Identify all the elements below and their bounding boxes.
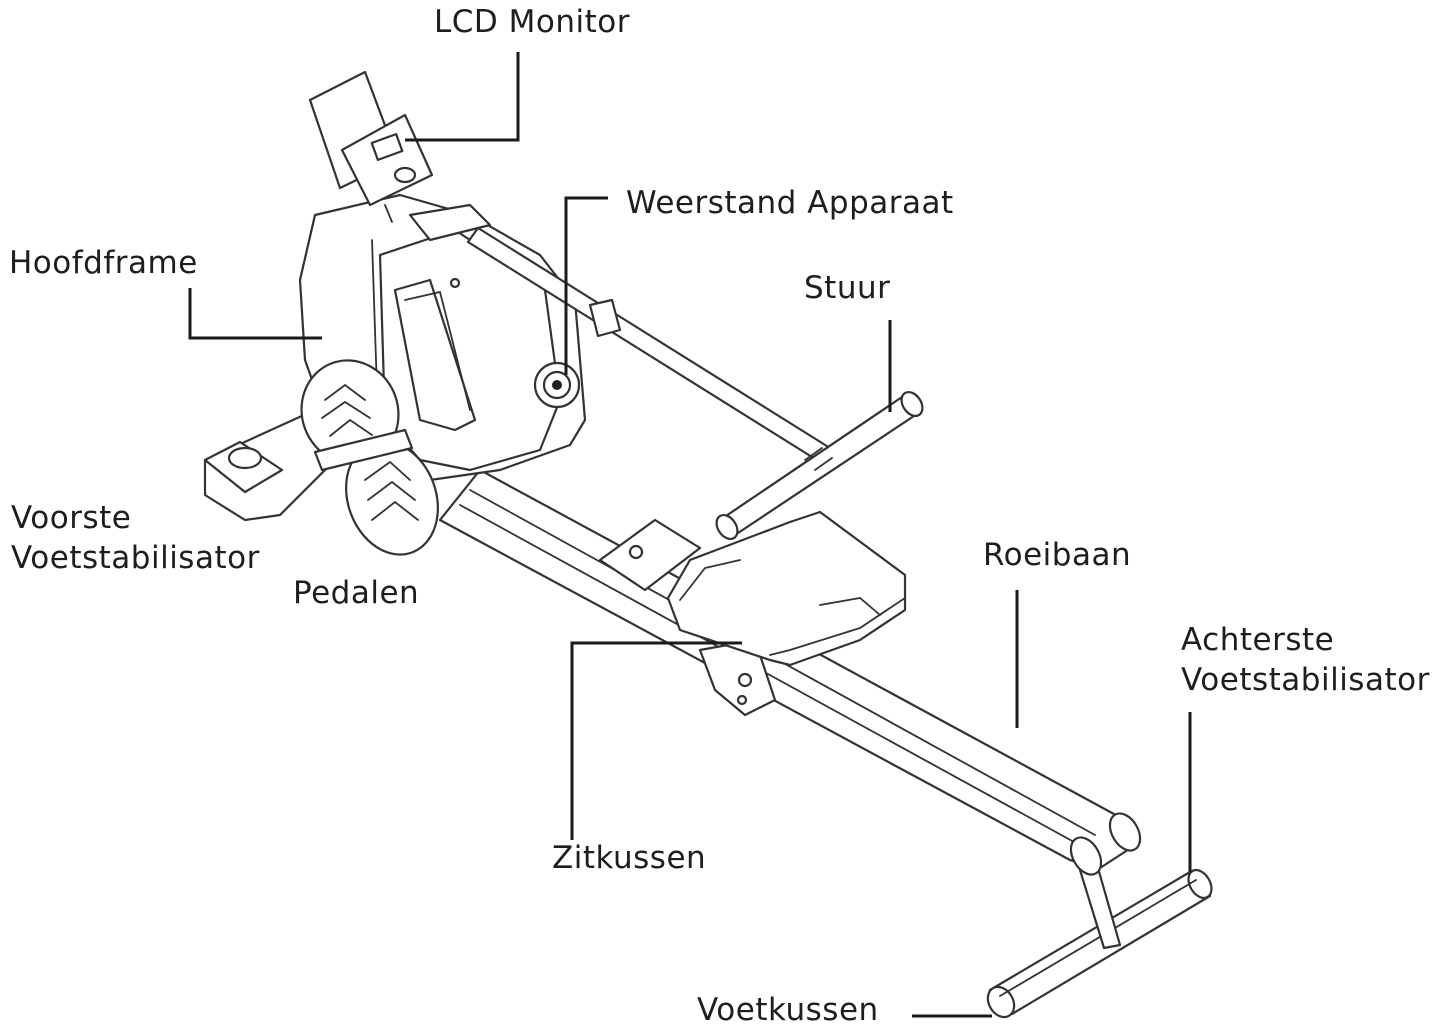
rear-foot-stabilizer <box>986 868 1213 1019</box>
label-achterste: Achterste <box>1181 622 1335 658</box>
label-weerstand-apparaat: Weerstand Apparaat <box>626 185 954 221</box>
label-voetkussen: Voetkussen <box>697 992 879 1028</box>
pedals <box>300 359 439 556</box>
label-achterste-voetstabilisator: Voetstabilisator <box>1181 662 1430 698</box>
callout-line-zitkussen <box>570 641 742 840</box>
label-roeibaan: Roeibaan <box>983 537 1132 573</box>
label-hoofdframe: Hoofdframe <box>9 245 198 281</box>
callout-line-weerstand-apparaat <box>564 196 608 375</box>
label-zitkussen: Zitkussen <box>552 840 707 876</box>
resistance-knob <box>533 361 581 409</box>
label-lcd-monitor: LCD Monitor <box>434 4 630 40</box>
lcd-monitor <box>308 70 434 223</box>
callout-lines <box>188 52 1192 1018</box>
label-voorste: Voorste <box>11 500 132 536</box>
seat-cushion <box>666 510 907 667</box>
label-pedalen: Pedalen <box>293 575 420 611</box>
handle-bar <box>466 226 924 540</box>
label-stuur: Stuur <box>804 270 891 306</box>
label-voorste-voetstabilisator: Voetstabilisator <box>11 540 260 576</box>
callout-line-hoofdframe <box>188 288 322 340</box>
callout-line-lcd-monitor <box>405 52 520 142</box>
